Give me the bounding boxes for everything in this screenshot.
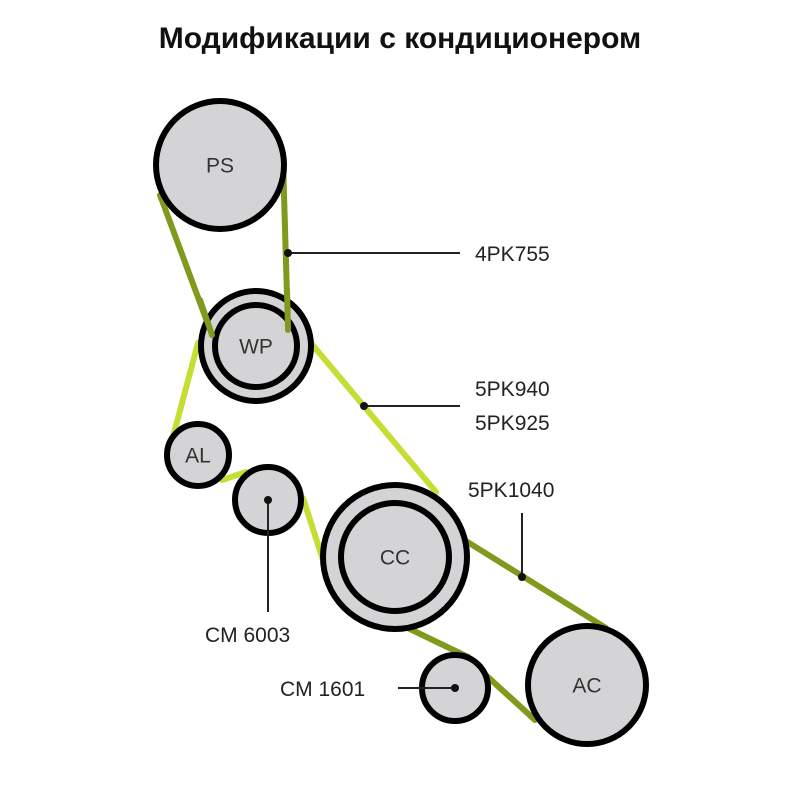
label-5pk940: 5PK940 <box>475 378 550 401</box>
label-5pk925: 5PK925 <box>475 412 550 435</box>
belt-5pk940-idler-cc <box>300 495 326 563</box>
belt-5pk940-wp-al <box>170 340 201 440</box>
pulley-ac <box>525 623 649 747</box>
belt-5pk940-wp-cc <box>297 327 439 495</box>
pulley-al <box>164 421 232 489</box>
label-cm1601: CM 1601 <box>280 678 365 701</box>
pulley-label-ac: AC <box>572 675 601 698</box>
label-4pk755: 4PK755 <box>475 243 550 266</box>
callout-dot-cm6003 <box>264 496 272 504</box>
pulley-label-ps: PS <box>206 155 234 178</box>
callout-dot-5pk940 <box>360 402 368 410</box>
diagram-title: Модификации с кондиционером <box>158 22 642 55</box>
pulley-label-al: AL <box>185 445 211 468</box>
pulley-label-wp: WP <box>239 336 273 359</box>
callout-dot-cm1601 <box>451 684 459 692</box>
callout-dot-4pk755 <box>284 249 292 257</box>
belt-4pk755-right-over <box>284 287 291 333</box>
pulley-label-cc: CC <box>380 547 410 570</box>
label-cm6003: CM 6003 <box>205 624 290 647</box>
belt-5pk940-al-idler <box>219 469 249 483</box>
pulley-cc-inner <box>338 500 452 614</box>
callout-dot-5pk1040 <box>518 573 526 581</box>
belt-4pk755-left-over <box>197 297 215 338</box>
pulley-wp-inner <box>212 302 300 390</box>
label-5pk1040: 5PK1040 <box>468 479 554 502</box>
pulley-ps <box>153 98 287 232</box>
